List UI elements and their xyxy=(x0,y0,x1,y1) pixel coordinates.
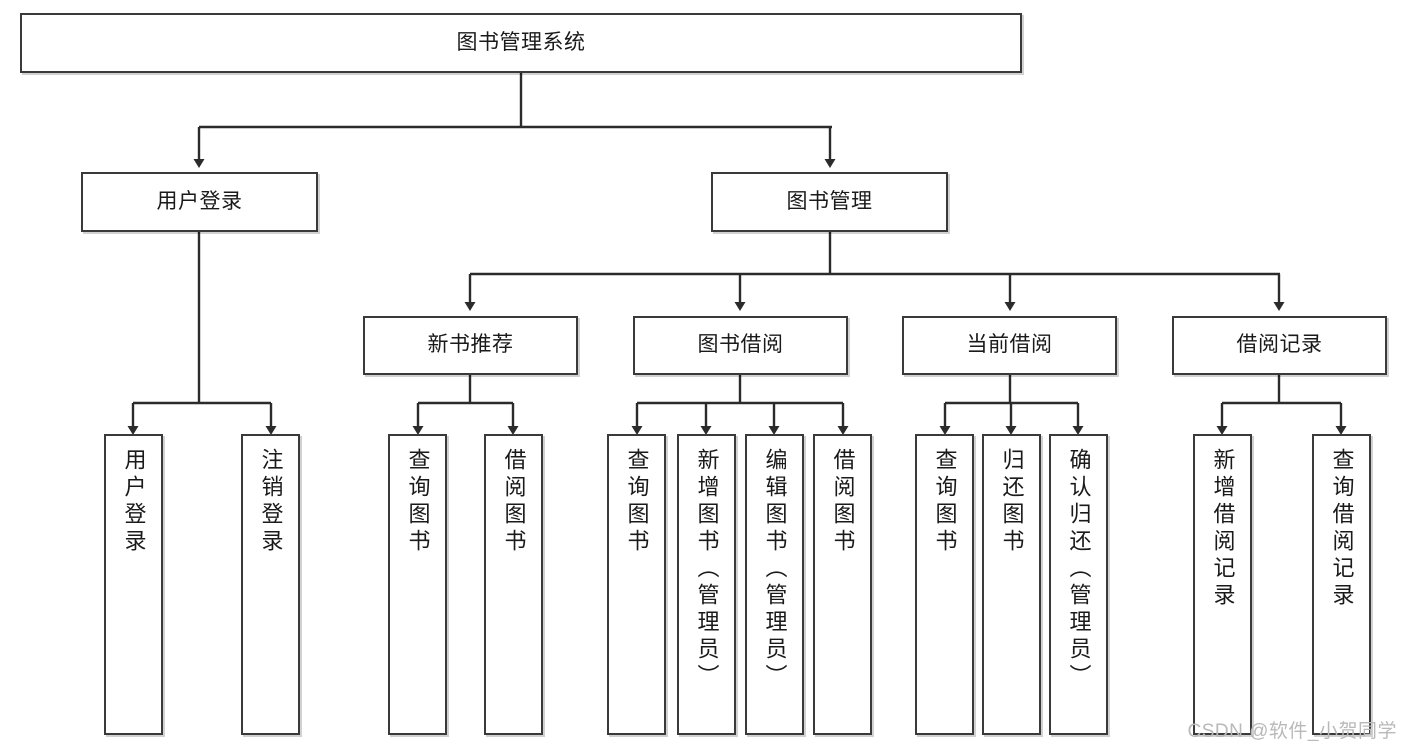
node-label: 编辑图书（管理员） xyxy=(762,448,788,691)
node-label: 用户登录 xyxy=(156,189,243,213)
node-label: 新增图书（管理员） xyxy=(694,448,720,691)
node-leaf-user-login[interactable]: 用户登录 xyxy=(104,434,163,735)
node-leaf-logout[interactable]: 注销登录 xyxy=(241,434,300,735)
node-label: 查询图书 xyxy=(932,448,958,556)
node-leaf-borrow-book[interactable]: 借阅图书 xyxy=(813,434,872,735)
node-current-borrow[interactable]: 当前借阅 xyxy=(902,316,1117,375)
node-user-login[interactable]: 用户登录 xyxy=(81,172,318,232)
watermark: CSDN @软件_小贺同学 xyxy=(1187,721,1397,742)
node-leaf-query-book-current[interactable]: 查询图书 xyxy=(915,434,974,735)
node-label: 查询图书 xyxy=(624,448,650,556)
node-leaf-query-book-borrow[interactable]: 查询图书 xyxy=(607,434,666,735)
node-label: 归还图书 xyxy=(999,448,1025,556)
node-label: 查询图书 xyxy=(405,448,431,556)
node-new-book-recommend[interactable]: 新书推荐 xyxy=(363,316,578,375)
node-leaf-confirm-return-admin[interactable]: 确认归还（管理员） xyxy=(1049,434,1108,735)
node-label: 借阅图书 xyxy=(830,448,856,556)
node-label: 查询借阅记录 xyxy=(1329,448,1355,610)
node-label: 图书管理 xyxy=(786,189,873,213)
node-label: 用户登录 xyxy=(121,448,147,556)
node-label: 图书借阅 xyxy=(697,333,784,357)
node-borrow-record[interactable]: 借阅记录 xyxy=(1172,316,1387,375)
node-label: 新增借阅记录 xyxy=(1210,448,1236,610)
node-label: 借阅记录 xyxy=(1236,333,1323,357)
node-label: 新书推荐 xyxy=(427,333,514,357)
node-book-management[interactable]: 图书管理 xyxy=(711,172,948,232)
node-root-book-management-system[interactable]: 图书管理系统 xyxy=(20,13,1022,73)
node-label: 注销登录 xyxy=(258,448,284,556)
node-leaf-add-borrow-record[interactable]: 新增借阅记录 xyxy=(1193,434,1252,735)
node-leaf-return-book[interactable]: 归还图书 xyxy=(982,434,1041,735)
node-leaf-borrow-book-recommend[interactable]: 借阅图书 xyxy=(484,434,543,735)
node-label: 当前借阅 xyxy=(966,333,1053,357)
node-leaf-add-book-admin[interactable]: 新增图书（管理员） xyxy=(677,434,736,735)
node-label: 图书管理系统 xyxy=(456,30,586,54)
node-book-borrow[interactable]: 图书借阅 xyxy=(633,316,848,375)
node-label: 借阅图书 xyxy=(501,448,527,556)
node-leaf-query-book-recommend[interactable]: 查询图书 xyxy=(388,434,447,735)
node-leaf-edit-book-admin[interactable]: 编辑图书（管理员） xyxy=(745,434,804,735)
node-label: 确认归还（管理员） xyxy=(1066,448,1092,691)
node-leaf-query-borrow-record[interactable]: 查询借阅记录 xyxy=(1312,434,1371,735)
